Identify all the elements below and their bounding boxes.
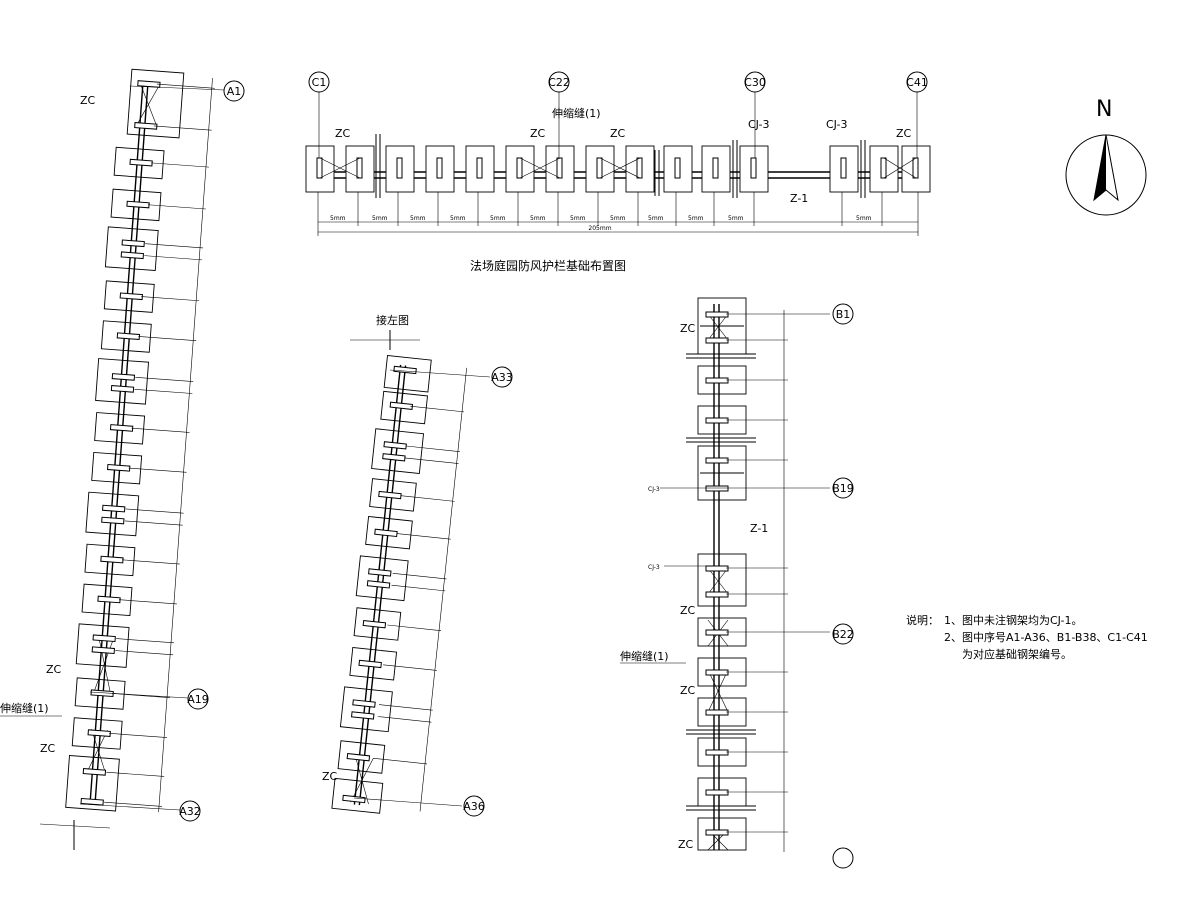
right-foundation-strip: [660, 297, 830, 852]
svg-text:A1: A1: [227, 85, 242, 98]
plan-title: 法场庭园防风护栏基础布置图: [470, 258, 626, 273]
brace-label: ZC: [40, 742, 56, 755]
north-label: N: [1096, 97, 1112, 122]
svg-text:5mm: 5mm: [856, 215, 872, 222]
grid-bubble-b19: [832, 477, 854, 499]
svg-text:A33: A33: [491, 371, 513, 384]
svg-text:5mm: 5mm: [490, 215, 506, 222]
svg-text:5mm: 5mm: [728, 215, 744, 222]
continue-note: 接左图: [376, 314, 409, 327]
notes-label: 说明：: [906, 613, 939, 627]
svg-text:A19: A19: [187, 693, 209, 706]
dimension-ticks-row: [317, 192, 919, 236]
svg-text:C22: C22: [548, 76, 570, 89]
middle-foundation-strip: [331, 355, 467, 814]
foundation-block: [75, 623, 130, 668]
foundation-blocks-row: [305, 145, 931, 193]
brace-label: ZC: [896, 127, 912, 140]
grid-bubble-a1: [223, 80, 245, 102]
note-line-1: 1、图中未注钢架均为CJ-1。: [944, 613, 1083, 627]
brace-label: ZC: [46, 663, 62, 676]
grid-bubble-c41: [906, 71, 928, 93]
dimension-ticks: [373, 405, 465, 765]
brace-label: ZC: [335, 127, 351, 140]
brace-label: ZC: [80, 94, 96, 107]
grid-bubble-a32: [179, 800, 201, 822]
brace-label: ZC: [530, 127, 546, 140]
column-posts: [342, 365, 417, 804]
column-posts-row: [316, 157, 919, 179]
svg-text:5mm: 5mm: [410, 215, 426, 222]
svg-text:5mm: 5mm: [530, 215, 546, 222]
svg-text:B22: B22: [832, 628, 854, 641]
column-posts: [705, 311, 729, 836]
grid-bubble-c30: [744, 71, 766, 93]
grid-bubble-c22: [548, 71, 570, 93]
brace-label: ZC: [610, 127, 626, 140]
grid-bubble-a19: [187, 688, 209, 710]
dimension-ticks: [726, 339, 788, 833]
ct3-label: CJ-3: [648, 564, 660, 571]
z1-label: Z-1: [790, 192, 808, 205]
z1-label: Z-1: [750, 522, 768, 535]
grid-bubble-c1: [308, 71, 330, 93]
dimension-ticks: [104, 83, 215, 807]
brace-label: ZC: [680, 684, 696, 697]
grid-bubble-a36: [463, 795, 485, 817]
svg-text:205mm: 205mm: [588, 225, 611, 232]
svg-text:5mm: 5mm: [330, 215, 346, 222]
note-line-2: 2、图中序号A1-A36、B1-B38、C1-C41: [944, 630, 1148, 644]
svg-text:5mm: 5mm: [450, 215, 466, 222]
brace-label: ZC: [322, 770, 338, 783]
svg-text:B19: B19: [832, 482, 854, 495]
foundation-block: [95, 358, 150, 405]
svg-text:A32: A32: [179, 805, 201, 818]
left-foundation-strip: [65, 68, 215, 813]
notes-block: 说明： 1、图中未注钢架均为CJ-1。 2、图中序号A1-A36、B1-B38、…: [906, 613, 1148, 661]
ct3-label: CJ-3: [648, 486, 660, 493]
north-arrow: N: [1065, 97, 1147, 216]
svg-text:C30: C30: [744, 76, 766, 89]
ct3-label: CJ-3: [748, 118, 770, 131]
svg-text:C1: C1: [312, 76, 327, 89]
note-line-3: 为对应基础钢架编号。: [962, 647, 1072, 661]
svg-text:5mm: 5mm: [570, 215, 586, 222]
foundation-block: [85, 491, 140, 537]
svg-text:C41: C41: [906, 76, 928, 89]
grid-bubble-a33: [491, 366, 513, 388]
svg-text:A36: A36: [463, 800, 485, 813]
svg-text:5mm: 5mm: [688, 215, 704, 222]
column-posts: [80, 80, 161, 806]
ct3-label: CJ-3: [826, 118, 848, 131]
expansion-joint-label: 伸缩缝(1): [0, 701, 49, 715]
expansion-joint-label: 伸缩缝(1): [552, 106, 601, 120]
svg-text:B1: B1: [836, 308, 851, 321]
grid-bubble-partial: [832, 847, 854, 869]
svg-text:5mm: 5mm: [372, 215, 388, 222]
foundation-block: [104, 226, 159, 271]
brace-label: ZC: [678, 838, 694, 851]
brace-label: ZC: [680, 604, 696, 617]
svg-text:5mm: 5mm: [610, 215, 626, 222]
svg-text:5mm: 5mm: [648, 215, 664, 222]
grid-bubble-b22: [832, 623, 854, 645]
top-foundation-strip: [305, 91, 931, 236]
grid-bubble-b1: [832, 303, 854, 325]
brace-label: ZC: [680, 322, 696, 335]
expansion-joint-label: 伸缩缝(1): [620, 649, 669, 663]
